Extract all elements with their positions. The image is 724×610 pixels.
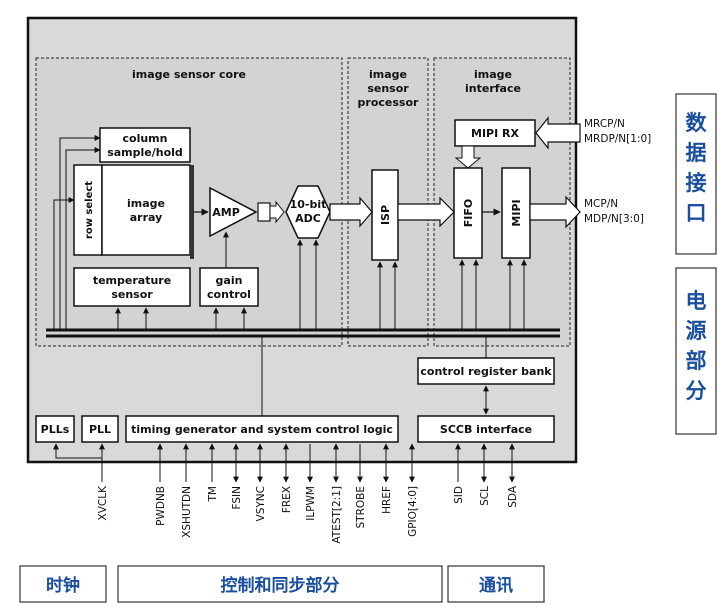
data-interface-char-3: 接 xyxy=(686,171,707,195)
mipi-rx-block xyxy=(454,119,536,147)
clock-category-label: 时钟 xyxy=(46,575,80,596)
pin-label-scl: SCL xyxy=(479,486,491,506)
adc-label-1: 10-bit xyxy=(290,198,327,211)
temperature-label-2: sensor xyxy=(111,288,153,301)
amp-out-stage xyxy=(257,202,271,222)
pin-label-sid: SID xyxy=(453,486,465,504)
clock-lines xyxy=(53,443,105,482)
fifo-label: FIFO xyxy=(462,199,475,227)
temperature-sensor-block xyxy=(73,267,191,307)
pin-label-href: HREF xyxy=(381,486,393,514)
data-interface-char-4: 口 xyxy=(686,201,707,225)
pll-label: PLL xyxy=(89,423,111,436)
image-array-shadow xyxy=(190,165,194,259)
pin-label-ilpwm: ILPWM xyxy=(305,486,317,521)
fifo-block xyxy=(453,167,483,259)
mipi-label: MIPI xyxy=(510,199,523,226)
power-box xyxy=(675,267,717,435)
gain-control-block xyxy=(199,267,259,307)
bus-taps xyxy=(115,239,527,330)
power-char-4: 分 xyxy=(686,379,707,403)
pin-label-strobe: STROBE xyxy=(355,486,367,528)
signal-out-2: MDP/N[3:0] xyxy=(584,213,644,225)
plls-block xyxy=(35,415,75,443)
comm-category-box xyxy=(447,565,545,603)
column-label-1: column xyxy=(123,132,168,145)
power-char-3: 部 xyxy=(686,349,707,373)
pin-label-pwdnb: PWDNB xyxy=(155,486,167,526)
power-char-2: 源 xyxy=(686,319,707,343)
pin-label-sda: SDA xyxy=(507,485,519,508)
temperature-label-1: temperature xyxy=(93,274,171,287)
mipi-rx-input-arrow xyxy=(535,116,581,150)
isp-title-1: image xyxy=(369,68,407,81)
adc-to-isp-arrow xyxy=(329,196,373,228)
mipi-rx-label: MIPI RX xyxy=(471,127,519,140)
data-interface-char-1: 数 xyxy=(686,111,708,135)
sensor-core-title: image sensor core xyxy=(132,68,246,81)
sccb-interface-label: SCCB interface xyxy=(440,423,532,436)
signal-in-1: MRCP/N xyxy=(584,118,625,130)
amp-to-adc-arrow xyxy=(269,200,285,224)
gain-label-1: gain xyxy=(216,274,243,287)
isp-label: ISP xyxy=(379,205,392,225)
gain-label-2: control xyxy=(207,288,251,301)
timing-generator-block xyxy=(125,415,399,443)
pin-label-fsin: FSIN xyxy=(231,486,243,509)
image-array-label-1: image xyxy=(127,197,165,210)
signal-out-1: MCP/N xyxy=(584,198,618,210)
column-sample-hold-block xyxy=(99,127,191,163)
control-register-bank-block xyxy=(417,357,555,385)
timing-generator-label: timing generator and system control logi… xyxy=(131,423,393,436)
pin-lines xyxy=(157,443,515,483)
row-select-block xyxy=(73,164,103,256)
isp-title-2: sensor xyxy=(367,82,409,95)
control-sync-category-box xyxy=(117,565,443,603)
pin-label-gpio-4-0-: GPIO[4:0] xyxy=(407,486,419,537)
power-char-1: 电 xyxy=(686,289,707,313)
pin-label-vsync: VSYNC xyxy=(255,486,267,521)
pin-label-tm: TM xyxy=(207,486,219,502)
pll-block xyxy=(81,415,119,443)
isp-title-3: processor xyxy=(358,96,419,109)
amp-label: AMP xyxy=(212,206,240,219)
row-select-label: row select xyxy=(84,181,95,239)
column-label-2: sample/hold xyxy=(107,146,183,159)
image-array-label-2: array xyxy=(130,211,163,224)
signal-in-2: MRDP/N[1:0] xyxy=(584,133,651,145)
isp-to-fifo-arrow xyxy=(397,196,455,228)
pin-label-xvclk: XVCLK xyxy=(97,485,109,521)
if-title-1: image xyxy=(474,68,512,81)
pin-label-frex: FREX xyxy=(281,486,293,513)
mipi-rx-to-fifo-arrow xyxy=(454,145,482,169)
control-register-bank-label: control register bank xyxy=(420,365,552,378)
data-interface-char-2: 据 xyxy=(686,141,707,165)
comm-category-label: 通讯 xyxy=(479,576,513,596)
adc-label-2: ADC xyxy=(295,212,321,225)
image-array-block xyxy=(101,164,191,256)
plls-label: PLLs xyxy=(41,423,70,436)
clock-category-box xyxy=(19,565,107,603)
sccb-interface-block xyxy=(417,415,555,443)
amp-triangle xyxy=(209,186,258,238)
mipi-block xyxy=(501,167,531,259)
data-interface-box xyxy=(675,93,717,255)
pin-labels: XVCLK PWDNB XSHUTDN TM FSIN VSYNC FREX ILPWM ATE… xyxy=(97,485,519,544)
mipi-output-arrow xyxy=(529,195,581,229)
pin-label-atest-2-1-: ATEST[2:1] xyxy=(331,486,343,544)
control-sync-category-label: 控制和同步部分 xyxy=(221,575,340,596)
if-title-2: interface xyxy=(465,82,521,95)
pin-label-xshutdn: XSHUTDN xyxy=(181,486,193,538)
